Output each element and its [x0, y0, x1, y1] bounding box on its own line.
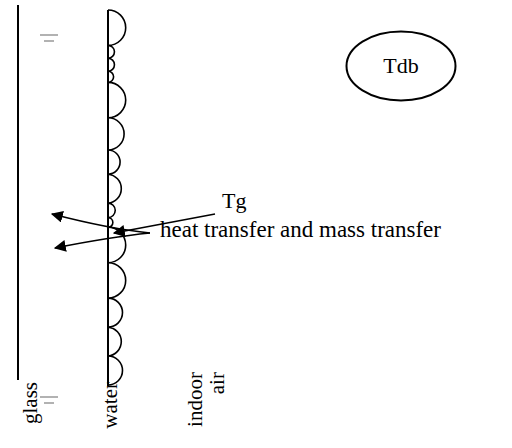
water-film [107, 10, 109, 386]
layer-label: glass [19, 382, 41, 442]
flow-arrow [55, 233, 150, 248]
water-droplets [108, 10, 126, 385]
ellipse-outline [347, 32, 456, 101]
flow-arrow [52, 214, 150, 233]
glass-pane [17, 5, 19, 380]
layer-label: indoor air [184, 372, 228, 444]
glass-mark [40, 35, 58, 403]
temperature-label: Tdb [383, 53, 418, 79]
process-label: heat transfer and mass transfer [160, 218, 441, 241]
temperature-label: Tg [222, 190, 246, 212]
layer-label: water [99, 382, 121, 446]
ellipse-node: Tdb [345, 30, 457, 102]
